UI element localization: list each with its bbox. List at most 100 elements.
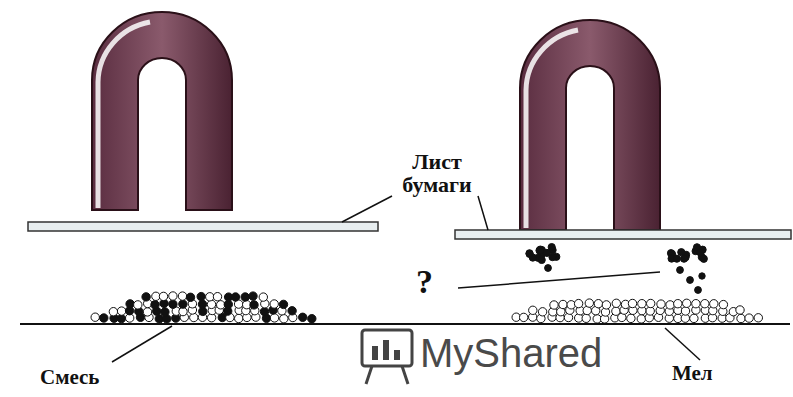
grain [142, 293, 150, 301]
grain [612, 299, 620, 307]
grain [143, 308, 151, 316]
grain [207, 300, 215, 308]
grain [687, 277, 694, 284]
grain [545, 265, 552, 272]
grain [690, 314, 698, 322]
grain [683, 299, 691, 307]
grain [628, 299, 636, 307]
grain [549, 254, 556, 261]
grain [736, 306, 744, 314]
watermark-icon [362, 330, 412, 384]
grain [308, 315, 316, 323]
grain [179, 300, 187, 308]
grain [270, 300, 278, 308]
grain [178, 292, 186, 300]
grain [754, 314, 762, 322]
grain [186, 293, 194, 301]
grain [151, 301, 159, 309]
grain [681, 307, 689, 315]
paper-label: Лист бумаги [392, 150, 482, 196]
grain [260, 307, 268, 315]
table-surface [20, 323, 790, 325]
grain [602, 301, 610, 309]
leader-line [112, 326, 172, 362]
magnet-highlight [526, 30, 578, 228]
grain [100, 314, 108, 322]
grain [701, 300, 709, 308]
paper-sheet [28, 222, 378, 231]
grain [117, 307, 125, 315]
paper-sheet [455, 230, 791, 239]
grain [270, 314, 278, 322]
grain [526, 250, 533, 257]
grain [520, 313, 528, 321]
grain [161, 308, 169, 316]
grain [737, 314, 745, 322]
grain [190, 313, 198, 321]
watermark: MyShared [420, 332, 602, 374]
grain [169, 300, 177, 308]
grain [680, 255, 687, 262]
grain [666, 301, 674, 309]
chalk-label: Мел [672, 362, 713, 384]
grain [169, 292, 177, 300]
grain [279, 300, 287, 308]
grain [134, 301, 142, 309]
mixture-label: Смесь [40, 366, 99, 388]
grain [288, 307, 296, 315]
grain [582, 314, 590, 322]
grain [638, 300, 646, 308]
grain [198, 300, 206, 308]
grain [231, 293, 239, 301]
grain [538, 256, 545, 263]
grain [235, 314, 243, 322]
horseshoe-magnet [520, 20, 660, 230]
grain [259, 293, 267, 301]
grain [91, 313, 99, 321]
leader-line [665, 328, 700, 360]
grain [250, 301, 258, 309]
horseshoe-magnet [92, 12, 232, 210]
grain [677, 267, 684, 274]
grain [249, 292, 257, 300]
grain [299, 313, 307, 321]
grain [529, 306, 537, 314]
grain [559, 300, 567, 308]
leader-line [478, 196, 488, 230]
grain [699, 273, 705, 279]
grain [538, 308, 546, 316]
grain [692, 300, 700, 308]
grain [536, 247, 543, 254]
grain [280, 315, 288, 323]
grain [213, 293, 221, 301]
question-mark: ? [416, 264, 433, 300]
grain-piles [91, 244, 763, 324]
grain [647, 299, 655, 307]
grain [537, 246, 544, 253]
grain [585, 299, 593, 307]
grain [526, 250, 533, 257]
grain [697, 249, 704, 256]
grain [745, 314, 753, 322]
grain [159, 292, 167, 300]
magnet-highlight [98, 22, 150, 208]
grain [206, 293, 214, 301]
grain [710, 300, 718, 308]
leader-line [342, 196, 392, 222]
grain [197, 292, 205, 300]
grain [594, 300, 602, 308]
grain [548, 244, 555, 251]
grain [612, 307, 620, 315]
grain [719, 300, 727, 308]
grain [126, 300, 134, 308]
grain [109, 308, 117, 316]
grain [550, 301, 558, 309]
grain [574, 299, 582, 307]
grain [627, 314, 635, 322]
grain [674, 300, 682, 308]
grain [657, 300, 665, 308]
leader-line [458, 272, 660, 288]
grain [241, 293, 249, 301]
